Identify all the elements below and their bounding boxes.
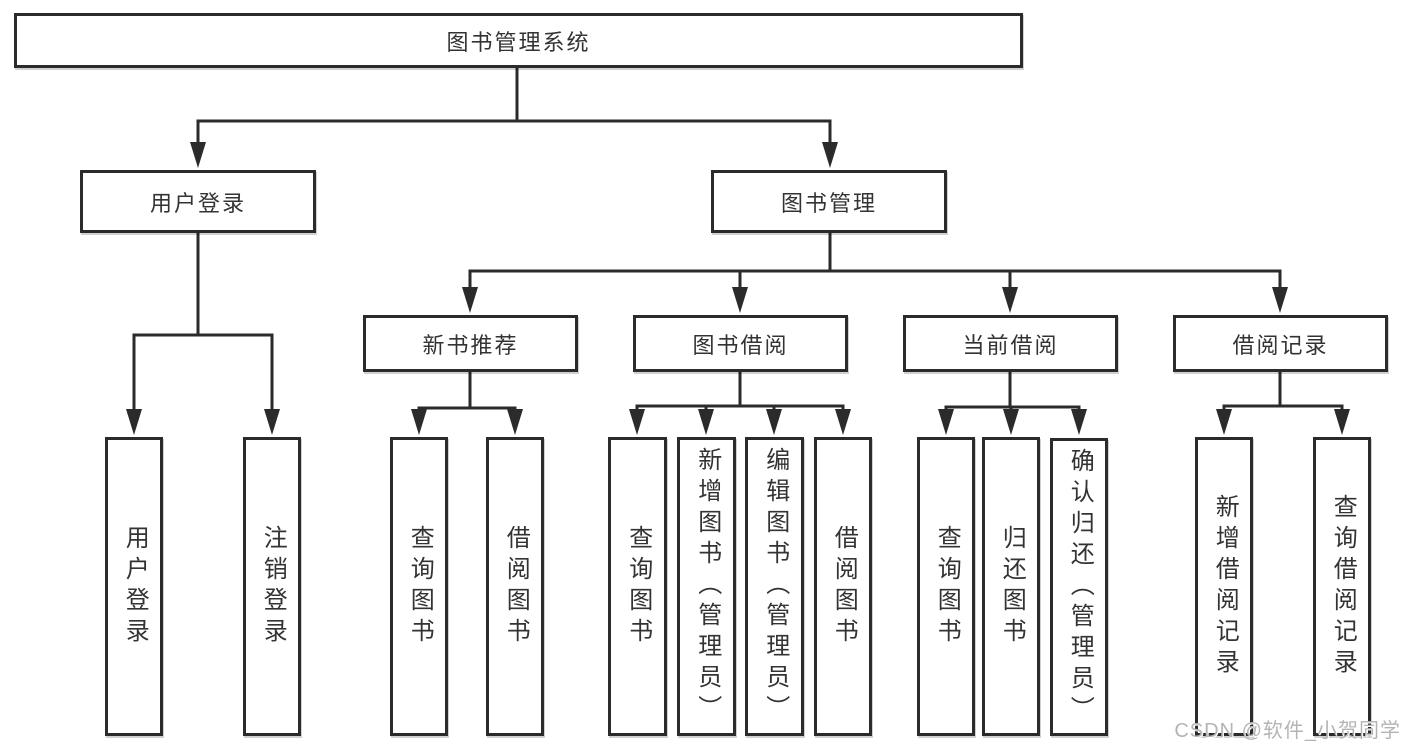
leaf-user-login: 用户登录 — [105, 437, 163, 736]
leaf-borrow-edit-books-admin: 编辑图书（管理员） — [745, 437, 804, 736]
leaf-borrow-add-books-admin: 新增图书（管理员） — [677, 437, 736, 736]
leaf-records-query-record: 查询借阅记录 — [1313, 437, 1371, 736]
node-borrow-records: 借阅记录 — [1173, 315, 1388, 372]
leaf-borrow-borrow-books: 借阅图书 — [814, 437, 872, 736]
node-current-borrow: 当前借阅 — [903, 315, 1118, 372]
leaf-current-query-books: 查询图书 — [917, 437, 975, 736]
leaf-current-return-books: 归还图书 — [982, 437, 1040, 736]
leaf-newbook-query-books: 查询图书 — [390, 437, 448, 736]
node-book-management: 图书管理 — [711, 170, 947, 233]
leaf-records-add-record: 新增借阅记录 — [1195, 437, 1253, 736]
leaf-newbook-borrow-books: 借阅图书 — [486, 437, 544, 736]
arrowheads — [126, 142, 1350, 435]
node-book-borrow: 图书借阅 — [633, 315, 848, 372]
leaf-logout: 注销登录 — [243, 437, 301, 736]
leaf-current-confirm-return-admin: 确认归还（管理员） — [1050, 438, 1108, 736]
node-user-login: 用户登录 — [80, 170, 316, 233]
leaf-borrow-query-books: 查询图书 — [608, 437, 667, 736]
node-new-book-recommend: 新书推荐 — [363, 315, 578, 372]
node-root-library-system: 图书管理系统 — [14, 13, 1023, 68]
